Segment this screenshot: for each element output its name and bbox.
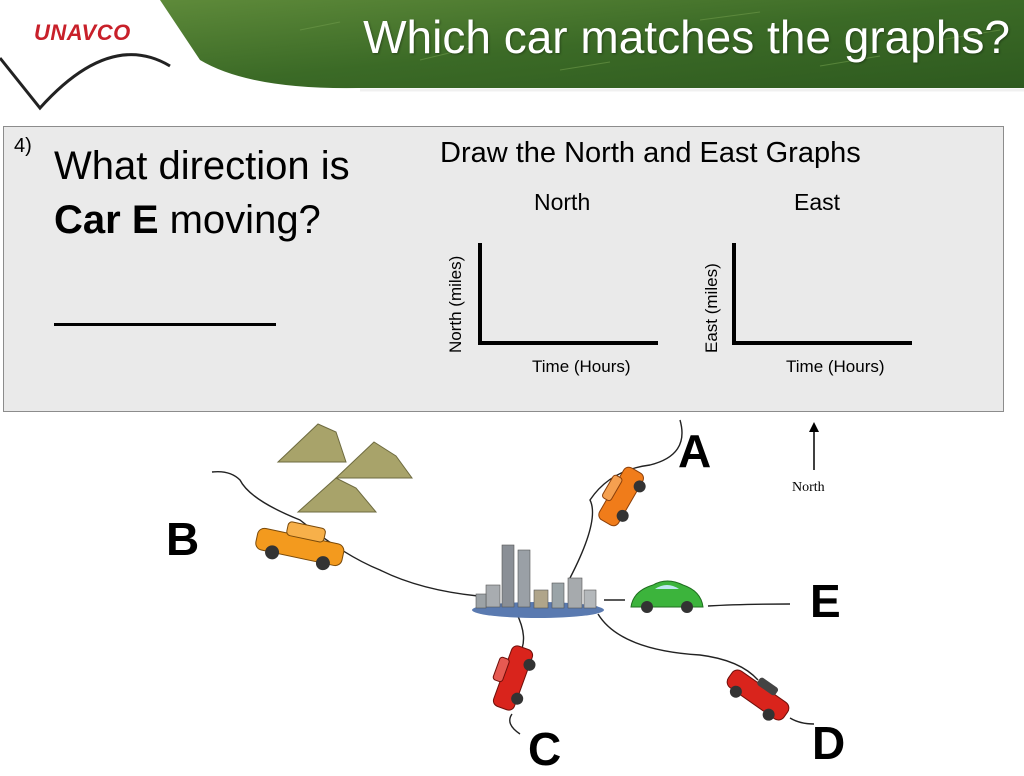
car-d: [726, 669, 790, 721]
question-car-name: Car E: [54, 198, 159, 242]
car-label-b: B: [166, 513, 200, 565]
mountains: [276, 423, 413, 513]
north-arrow-icon: [809, 422, 819, 470]
car-c: [492, 645, 536, 711]
car-label-a: A: [678, 425, 712, 477]
car-e: [630, 580, 704, 613]
east-graph-axes[interactable]: [732, 243, 912, 345]
car-label-d: D: [812, 717, 846, 769]
north-graph-title: North: [534, 189, 591, 215]
question-text: What direction is Car E moving?: [54, 139, 424, 247]
unavco-logo: UNAVCO: [34, 20, 131, 45]
answer-blank[interactable]: [54, 277, 276, 326]
question-panel: 4) What direction is Car E moving? Draw …: [3, 126, 1004, 412]
question-text-before: What direction is: [54, 144, 350, 188]
graphs-heading: Draw the North and East Graphs: [440, 137, 861, 169]
roads: [211, 419, 815, 735]
car-label-e: E: [810, 575, 841, 627]
north-graph-xlabel: Time (Hours): [532, 357, 631, 376]
east-graph-ylabel: East (miles): [702, 263, 721, 353]
north-arrow-label: North: [792, 480, 825, 495]
north-graph-ylabel: North (miles): [446, 255, 465, 353]
car-b: [255, 521, 345, 571]
city-icon: [472, 544, 604, 618]
east-graph-title: East: [794, 189, 841, 215]
car-a: [598, 466, 646, 527]
page-title: Which car matches the graphs?: [363, 11, 1010, 63]
east-graph-xlabel: Time (Hours): [786, 357, 885, 376]
north-graph-axes[interactable]: [478, 243, 658, 345]
car-label-c: C: [528, 723, 562, 775]
question-number: 4): [14, 135, 32, 157]
header-banner: [0, 0, 1024, 111]
question-text-after: moving?: [158, 198, 321, 242]
